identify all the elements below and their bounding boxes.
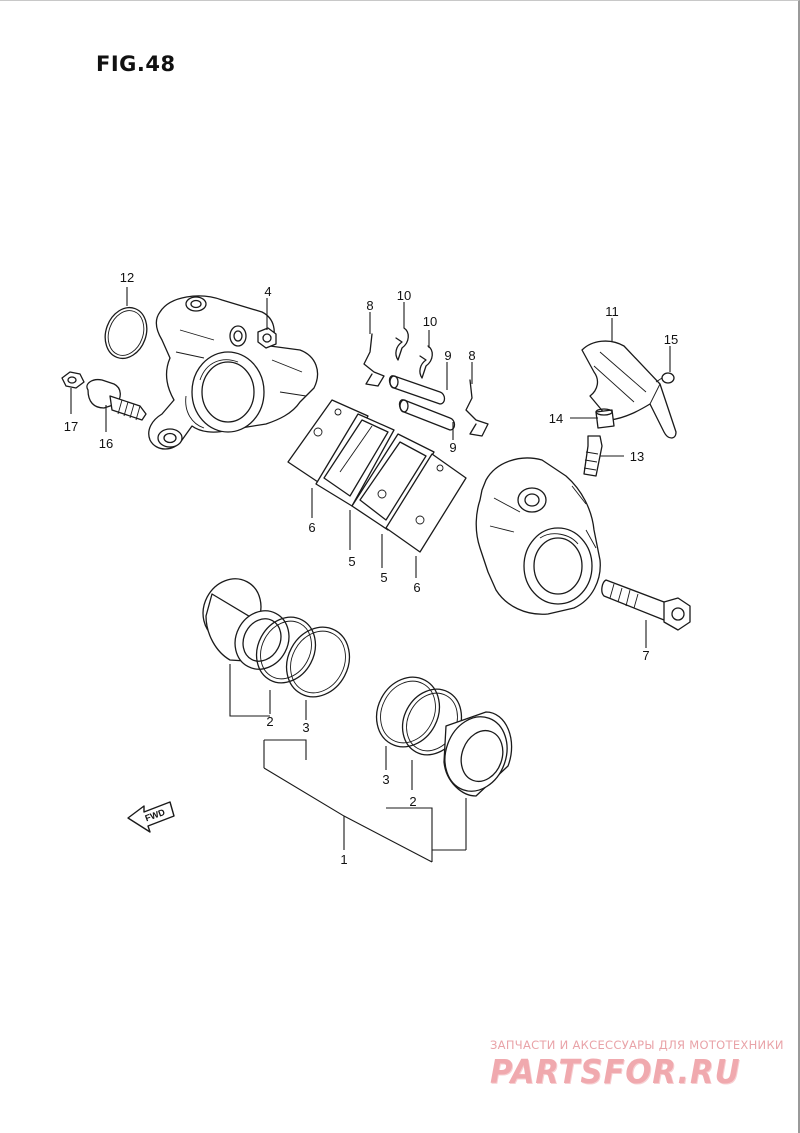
caliper-bracket[interactable] [148,295,319,450]
part-17-nut[interactable] [61,371,85,389]
callout-10-left: 10 [397,288,411,303]
part-6-pad-shim-right[interactable] [385,453,467,553]
part-12-seal-ring[interactable] [98,302,153,365]
caliper-body[interactable] [475,457,601,615]
callout-labels: 12 4 17 16 8 10 10 9 8 9 11 15 14 13 6 5… [64,270,678,867]
callout-8-right: 8 [468,348,475,363]
part-9-pad-pin-lower[interactable] [398,399,456,431]
callout-13: 13 [630,449,644,464]
callout-6-right: 6 [413,580,420,595]
callout-17: 17 [64,419,78,434]
part-7-mounting-bolt[interactable] [601,579,691,631]
watermark-logo: PARTSFOR.RU [490,1052,741,1091]
part-8-pad-spring-right[interactable] [465,379,489,437]
callout-2-right: 2 [409,794,416,809]
callout-4: 4 [264,284,271,299]
piston-right[interactable] [435,708,517,800]
callout-2-left: 2 [266,714,273,729]
leader-lines [70,287,671,863]
callout-7: 7 [642,648,649,663]
figure-title: FIG.48 [96,52,176,76]
part-16-bolt[interactable] [86,378,147,421]
part-4-nut[interactable] [257,327,277,349]
callout-9-lower: 9 [449,440,456,455]
callout-5-right: 5 [380,570,387,585]
callout-3-left: 3 [302,720,309,735]
part-11-caliper-cover[interactable] [581,340,677,439]
callout-9-upper: 9 [444,348,451,363]
part-6-pad-shim-left[interactable] [287,399,369,487]
part-3-seal-left[interactable] [275,616,362,708]
piston-left[interactable] [192,569,299,679]
watermark-tagline: ЗАПЧАСТИ И АКСЕССУАРЫ ДЛЯ МОТОТЕХНИКИ [490,1038,784,1052]
callout-14: 14 [549,411,563,426]
callout-8-left: 8 [366,298,373,313]
callout-3-right: 3 [382,772,389,787]
part-2-seal-left[interactable] [245,607,326,693]
callout-16: 16 [99,436,113,451]
part-10-clip-right[interactable] [419,345,433,379]
callout-10-right: 10 [423,314,437,329]
part-14-bleeder-cap[interactable] [595,408,615,429]
callout-5-left: 5 [348,554,355,569]
callout-15: 15 [664,332,678,347]
part-10-clip-left[interactable] [395,327,409,361]
part-9-pad-pin-upper[interactable] [388,375,446,405]
part-15-screw[interactable] [655,372,675,384]
part-3-seal-right[interactable] [365,666,452,758]
part-5-brake-pad-left[interactable] [315,413,395,507]
callout-6-left: 6 [308,520,315,535]
callout-11: 11 [605,304,619,319]
part-8-pad-spring-left[interactable] [363,333,385,387]
callout-12: 12 [120,270,134,285]
part-13-bleeder-valve[interactable] [583,435,603,477]
fwd-direction-arrow: FWD [127,801,175,833]
callout-1: 1 [340,852,347,867]
part-5-brake-pad-right[interactable] [351,433,435,531]
